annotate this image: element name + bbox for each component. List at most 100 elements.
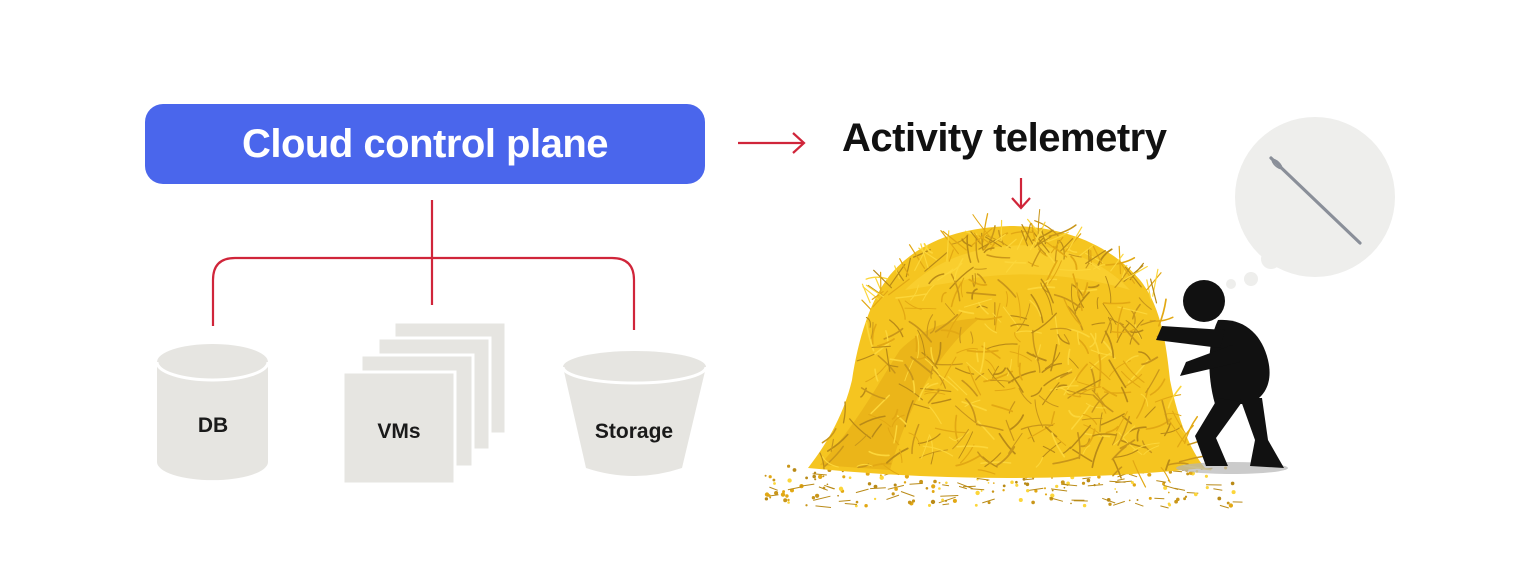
hay-dust	[976, 477, 990, 481]
hay-dust	[1188, 471, 1193, 475]
hay-strand	[1053, 293, 1081, 308]
hay-strand	[861, 283, 871, 304]
hay-strand	[1042, 445, 1056, 453]
hay-strand	[1035, 344, 1042, 361]
hay-strand	[1177, 424, 1194, 448]
hay-strand	[1089, 261, 1101, 270]
hay-strand	[1082, 445, 1091, 455]
hay-dust	[1160, 505, 1169, 509]
hay-strand	[1031, 312, 1057, 334]
hay-strand	[860, 387, 886, 400]
hay-dust	[903, 481, 907, 484]
hay-strand	[860, 387, 867, 398]
hay-dust	[768, 475, 772, 479]
hay-strand	[971, 228, 993, 247]
hay-strand	[887, 363, 899, 368]
hay-dust	[1102, 497, 1116, 504]
resource-label-db: DB	[197, 414, 229, 437]
hay-strand	[1030, 293, 1044, 324]
haystack-icon	[764, 208, 1243, 509]
hay-strand	[1076, 381, 1097, 388]
hay-strand	[1082, 414, 1098, 425]
hay-dust	[873, 484, 878, 489]
hay-strand	[1045, 252, 1056, 264]
vm-stack-icon	[341, 320, 508, 486]
hay-strand	[961, 401, 987, 412]
hay-dust	[1204, 474, 1208, 478]
hay-strand	[889, 263, 906, 287]
hay-strand	[870, 394, 891, 415]
hay-dust	[1174, 499, 1178, 504]
hay-dust	[774, 490, 779, 496]
hay-strand	[940, 329, 960, 335]
hay-strand	[905, 257, 911, 278]
thought-bubble-needle-icon	[1226, 117, 1395, 289]
hay-strand	[950, 273, 961, 302]
hay-strand	[1090, 367, 1096, 393]
hay-strand	[935, 341, 942, 366]
hay-strand	[885, 330, 889, 346]
hay-strand	[966, 234, 972, 263]
hay-strand	[1009, 414, 1025, 431]
hay-strand	[856, 353, 876, 362]
hay-dust	[933, 479, 937, 484]
hay-dust	[864, 503, 868, 508]
hay-strand	[1145, 369, 1160, 394]
hay-strand	[904, 363, 914, 381]
hay-dust	[907, 500, 912, 505]
hay-dust	[1115, 491, 1118, 493]
hay-strand	[977, 420, 995, 440]
hay-strand	[928, 273, 945, 285]
hay-strand	[1040, 278, 1054, 304]
hay-strand	[1082, 282, 1089, 298]
hay-dust	[1205, 486, 1209, 490]
hay-strand	[944, 303, 956, 316]
hay-dust	[822, 475, 825, 478]
hay-strand	[887, 427, 900, 446]
hay-strand	[974, 315, 1003, 321]
hay-strand	[983, 247, 995, 254]
hay-strand	[1090, 250, 1093, 265]
hay-dust	[957, 482, 973, 490]
hay-strand	[881, 462, 900, 476]
hay-strand	[924, 388, 940, 392]
hay-strand	[1124, 266, 1142, 288]
hay-strand	[942, 230, 967, 251]
hay-strand	[898, 299, 906, 320]
hay-strand	[1084, 428, 1096, 448]
hay-strand	[910, 356, 933, 375]
hay-strand	[1005, 291, 1009, 307]
hay-strand	[1050, 411, 1056, 425]
hay-strand	[997, 279, 1017, 298]
hay-strand	[1026, 218, 1050, 241]
hay-strand	[977, 451, 992, 465]
hay-dust	[1082, 503, 1087, 508]
hay-strand	[1075, 363, 1088, 381]
hay-strand	[992, 367, 1007, 376]
hay-strand	[987, 368, 1005, 388]
hay-strand	[973, 273, 977, 288]
hay-dust	[1082, 477, 1091, 480]
hay-strand	[1145, 417, 1172, 430]
hay-strand	[1109, 360, 1131, 377]
hay-strand	[1050, 327, 1072, 332]
hay-dust	[1113, 500, 1125, 506]
hay-dust	[1015, 483, 1019, 487]
hay-dust	[919, 479, 924, 484]
hay-strand	[975, 372, 985, 381]
hay-dust	[854, 504, 858, 508]
hay-strand	[1105, 257, 1136, 266]
hay-strand	[1018, 362, 1023, 381]
hay-strand	[1035, 456, 1044, 468]
hay-strand	[934, 313, 959, 333]
hay-dust	[1130, 480, 1134, 485]
hay-strand	[1131, 303, 1141, 320]
hay-dust	[1044, 493, 1048, 496]
hay-dust	[938, 487, 941, 490]
database-icon	[155, 344, 270, 481]
hay-strand	[893, 425, 898, 444]
hay-strand	[1113, 425, 1136, 446]
hay-dust	[980, 489, 983, 492]
hay-dust	[1117, 478, 1125, 481]
hay-strand	[994, 387, 1016, 392]
